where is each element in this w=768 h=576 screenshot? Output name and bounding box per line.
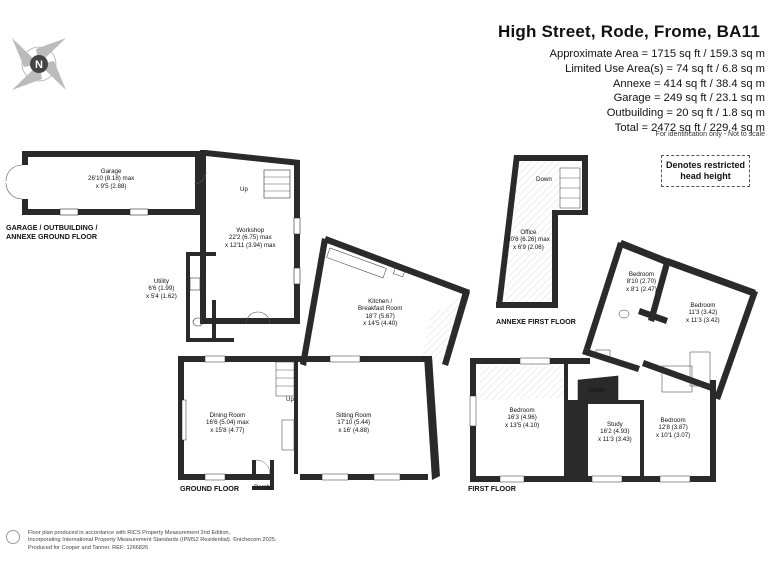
ground-floor-label: GROUND FLOOR [180, 484, 240, 493]
stairs-down-first: Down [589, 387, 605, 394]
sitting-dim-1: 17'10 (5.44) [337, 419, 371, 427]
annexe-ground-floor-label: GARAGE / OUTBUILDING / ANNEXE GROUND FLO… [6, 223, 98, 241]
bedroom-a-dim-2: x 8'1 (2.47) [626, 285, 657, 293]
page-title: High Street, Rode, Frome, BA11 [498, 22, 760, 41]
footer-credits: Floor plan produced in accordance with R… [28, 530, 277, 552]
sitting-dim-2: x 16' (4.88) [338, 426, 370, 434]
accessibility-icon [6, 530, 20, 544]
annexe-ground-line-2: ANNEXE GROUND FLOOR [6, 231, 98, 241]
bedroom-d-dim-2: x 10'1 (3.07) [656, 431, 691, 439]
area-approximate: Approximate Area = 1715 sq ft / 159.3 sq… [549, 48, 765, 60]
workshop-label: Workshop 22'2 (6.75) max x 12'11 (3.94) … [225, 227, 276, 249]
utility-dim-1: 6'6 (1.99) [148, 285, 175, 293]
workshop-dim-2: x 12'11 (3.94) max [225, 241, 276, 249]
restricted-height-legend: Denotes restricted head height [661, 155, 750, 187]
office-name: Office [520, 229, 537, 236]
office-label: Office 20'6 (6.26) max x 6'9 (2.06) [507, 229, 550, 251]
office-dim-2: x 6'9 (2.06) [513, 243, 544, 251]
porch-label: Porch [254, 484, 271, 491]
garage-label: Garage 26'10 (8.18) max x 9'5 (2.88) [88, 168, 134, 190]
bedroom-b-dim-2: x 11'3 (3.42) [686, 316, 720, 324]
workshop-dim-1: 22'2 (6.75) max [228, 234, 272, 242]
garage-dim-1: 26'10 (8.18) max [88, 175, 135, 183]
bedroom-a-name: Bedroom [628, 271, 654, 278]
bedroom-b-dim-1: 11'3 (3.42) [688, 309, 718, 317]
kitchen-label: Kitchen / Breakfast Room 18'7 (5.67) x 1… [358, 298, 402, 328]
kitchen-outline [300, 236, 470, 366]
compass-label: N [35, 59, 43, 71]
bedroom-a-dim-1: 8'10 (2.70) [626, 278, 657, 286]
bedroom-b-name: Bedroom [690, 302, 716, 309]
area-total: Total = 2472 sq ft / 229.4 sq m [614, 121, 765, 134]
bedroom-a-label: Bedroom 8'10 (2.70) x 8'1 (2.47) [626, 271, 657, 293]
footer-line-1: Floor plan produced in accordance with R… [28, 530, 231, 536]
bedroom-c-dim-2: x 13'5 (4.10) [505, 421, 540, 429]
bedroom-c-label: Bedroom 16'3 (4.96) x 13'5 (4.10) [505, 407, 539, 429]
legend-line-1: Denotes restricted [665, 160, 746, 170]
kitchen-dim-2: x 14'5 (4.40) [363, 320, 398, 328]
utility-dim-2: x 5'4 (1.62) [146, 292, 177, 300]
garage-dim-2: x 9'5 (2.88) [95, 182, 127, 190]
stairs-down-office: Down [536, 176, 552, 183]
footer-line-3: Produced for Cooper and Tanner. REF: 126… [28, 544, 149, 551]
bedroom-d-name: Bedroom [660, 417, 686, 424]
stairs-up-ground: Up [286, 396, 294, 403]
workshop-outline [193, 150, 301, 325]
kitchen-name-2: Breakfast Room [358, 305, 403, 313]
dining-label: Dining Room 16'6 (5.04) max x 15'8 (4.77… [206, 412, 249, 434]
bedroom-c-name: Bedroom [509, 407, 535, 414]
identification-note: For identification only - Not to scale [655, 131, 765, 138]
garage-name: Garage [100, 168, 122, 175]
compass-icon [12, 38, 66, 90]
area-summary: Approximate Area = 1715 sq ft / 159.3 sq… [440, 47, 765, 136]
study-name: Study [606, 421, 623, 428]
utility-name: Utility [153, 278, 169, 285]
study-dim-1: 16'2 (4.93) [600, 428, 630, 436]
area-limited-use: Limited Use Area(s) = 74 sq ft / 6.8 sq … [565, 62, 765, 75]
utility-outline [186, 252, 234, 342]
annexe-ground-line-1: GARAGE / OUTBUILDING / [6, 223, 98, 232]
area-annexe: Annexe = 414 sq ft / 38.4 sq m [612, 77, 765, 90]
ground-floor-outline [178, 355, 440, 490]
stairs-up-workshop: Up [240, 186, 248, 193]
sitting-name: Sitting Room [336, 412, 372, 419]
study-label: Study 16'2 (4.93) x 11'3 (3.43) [598, 421, 632, 443]
bedroom-d-label: Bedroom 12'8 (3.87) x 10'1 (3.07) [656, 417, 690, 439]
garage-outline [5, 151, 206, 216]
sitting-label: Sitting Room 17'10 (5.44) x 16' (4.88) [336, 412, 371, 434]
workshop-name: Workshop [236, 227, 265, 234]
footer-line-2: Incorporating International Property Mea… [28, 537, 277, 544]
office-dim-1: 20'6 (6.26) max [507, 236, 550, 244]
bedroom-b-label: Bedroom 11'3 (3.42) x 11'3 (3.42) [686, 302, 720, 324]
dining-name: Dining Room [209, 412, 246, 419]
bedroom-d-dim-1: 12'8 (3.87) [658, 424, 688, 432]
legend-line-2: head height [680, 171, 731, 181]
utility-label: Utility 6'6 (1.99) x 5'4 (1.62) [146, 278, 177, 300]
area-outbuilding: Outbuilding = 20 sq ft / 1.8 sq m [606, 107, 765, 120]
annexe-first-floor-label: ANNEXE FIRST FLOOR [496, 317, 576, 326]
first-floor-outline [469, 240, 758, 483]
dining-dim-2: x 15'8 (4.77) [210, 426, 245, 434]
bedroom-c-dim-1: 16'3 (4.96) [507, 414, 537, 422]
study-dim-2: x 11'3 (3.43) [598, 435, 632, 443]
office-outline [496, 155, 588, 308]
first-floor-label: FIRST FLOOR [468, 484, 516, 493]
dining-dim-1: 16'6 (5.04) max [206, 419, 249, 427]
kitchen-name-1: Kitchen / [368, 298, 393, 305]
area-garage: Garage = 249 sq ft / 23.1 sq m [613, 92, 765, 105]
kitchen-dim-1: 18'7 (5.67) [365, 312, 395, 320]
